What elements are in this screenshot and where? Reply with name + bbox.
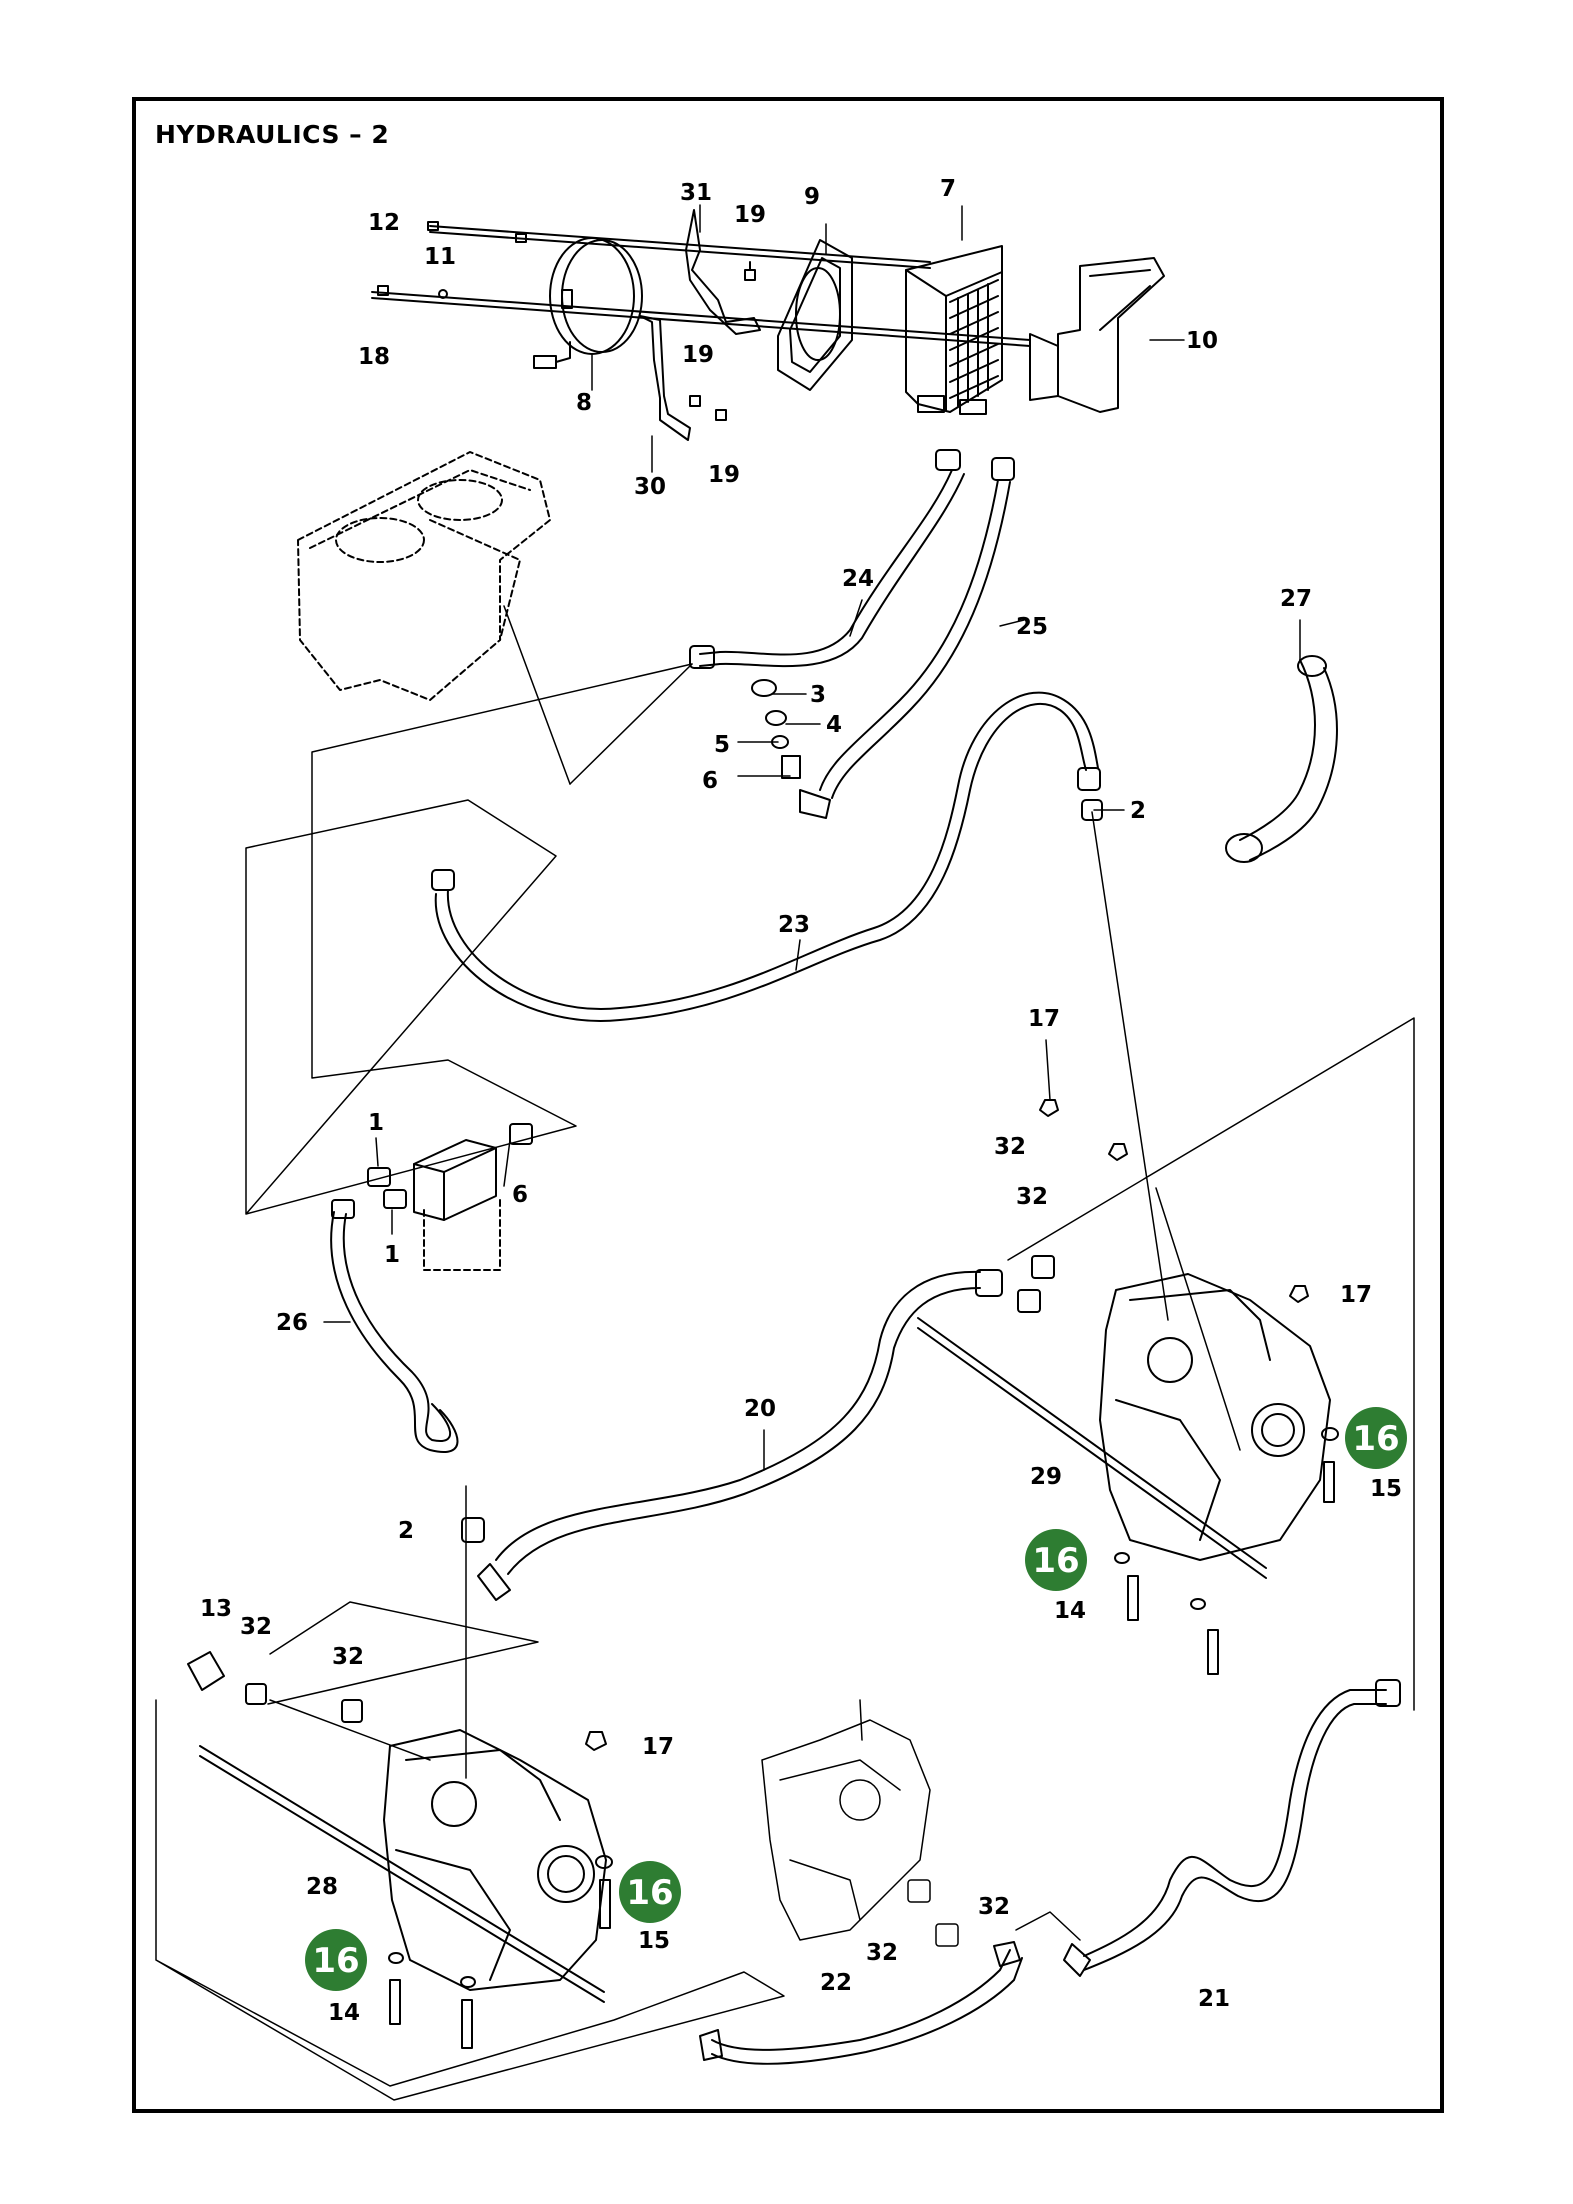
transmission-29: [917, 1099, 1339, 1675]
diagram-frame: [132, 97, 1444, 2113]
label-32f: 32: [866, 1940, 898, 1966]
label-1b: 1: [384, 1242, 400, 1268]
label-18: 18: [358, 344, 390, 370]
label-15a: 15: [1370, 1476, 1402, 1502]
rod-assembly: [371, 221, 1031, 347]
center-pump: [761, 1699, 959, 1947]
label-4: 4: [826, 712, 842, 738]
label-2b: 2: [398, 1518, 414, 1544]
label-9: 9: [804, 184, 820, 210]
label-14b: 14: [328, 2000, 360, 2026]
label-1a: 1: [368, 1110, 384, 1136]
label-12: 12: [368, 210, 400, 236]
label-17a: 17: [1028, 1006, 1060, 1032]
hose-25: [799, 457, 1015, 819]
hose-22: [699, 1941, 1023, 2065]
label-17b: 17: [1340, 1282, 1372, 1308]
label-29: 29: [1030, 1464, 1062, 1490]
label-23: 23: [778, 912, 810, 938]
hose-24: [689, 449, 965, 669]
label-14a: 14: [1054, 1598, 1086, 1624]
hose-21: [1063, 1679, 1401, 1977]
bracket-31: [685, 209, 761, 335]
label-8: 8: [576, 390, 592, 416]
shroud-10: [1029, 257, 1165, 413]
hose-26: [330, 1199, 459, 1453]
svg-text:16: 16: [626, 1873, 673, 1913]
hose-23: [431, 691, 1103, 1022]
fan-shroud-9: [777, 239, 853, 391]
label-19b: 19: [682, 342, 714, 368]
highlight-badges: 16 16 16 16: [305, 1407, 1407, 1991]
badge-16-right-bottom: 16: [1025, 1529, 1087, 1591]
label-31: 31: [680, 180, 712, 206]
badge-16-left-bottom: 16: [305, 1929, 367, 1991]
label-2a: 2: [1130, 798, 1146, 824]
fan-motor: [533, 237, 643, 369]
label-20: 20: [744, 1396, 776, 1422]
label-15b: 15: [638, 1928, 670, 1954]
diagram-title: HYDRAULICS – 2: [155, 120, 390, 149]
label-3: 3: [810, 682, 826, 708]
label-21: 21: [1198, 1986, 1230, 2012]
label-10: 10: [1186, 328, 1218, 354]
part-labels: 12 11 18 8 31 19 9 7 10 19 19 30 24 25 2…: [200, 176, 1402, 2026]
hose-20: [461, 1269, 1003, 1601]
transmission-28: [187, 1651, 613, 2049]
label-32b: 32: [1016, 1184, 1048, 1210]
label-6a: 6: [702, 768, 718, 794]
hose-27: [1225, 655, 1338, 863]
label-24: 24: [842, 566, 874, 592]
bracket-30: [639, 315, 727, 441]
label-25: 25: [1016, 614, 1048, 640]
label-30: 30: [634, 474, 666, 500]
label-28: 28: [306, 1874, 338, 1900]
label-27: 27: [1280, 586, 1312, 612]
label-19a: 19: [734, 202, 766, 228]
label-19c: 19: [708, 462, 740, 488]
label-7: 7: [940, 176, 956, 202]
label-32a: 32: [994, 1134, 1026, 1160]
hydraulic-tank: [297, 451, 551, 701]
leader-lines: [323, 204, 1301, 1471]
svg-text:16: 16: [1032, 1541, 1079, 1581]
label-32d: 32: [332, 1644, 364, 1670]
label-6b: 6: [512, 1182, 528, 1208]
badge-16-right-top: 16: [1345, 1407, 1407, 1469]
label-26: 26: [276, 1310, 308, 1336]
label-32e: 32: [978, 1894, 1010, 1920]
oil-cooler-7: [905, 245, 1003, 415]
svg-text:16: 16: [1352, 1419, 1399, 1459]
svg-text:16: 16: [312, 1941, 359, 1981]
label-13: 13: [200, 1596, 232, 1622]
label-11: 11: [424, 244, 456, 270]
label-32c: 32: [240, 1614, 272, 1640]
label-22: 22: [820, 1970, 852, 1996]
label-17c: 17: [642, 1734, 674, 1760]
callout-lines: [155, 605, 1415, 2101]
label-5: 5: [714, 732, 730, 758]
badge-16-left-top: 16: [619, 1861, 681, 1923]
